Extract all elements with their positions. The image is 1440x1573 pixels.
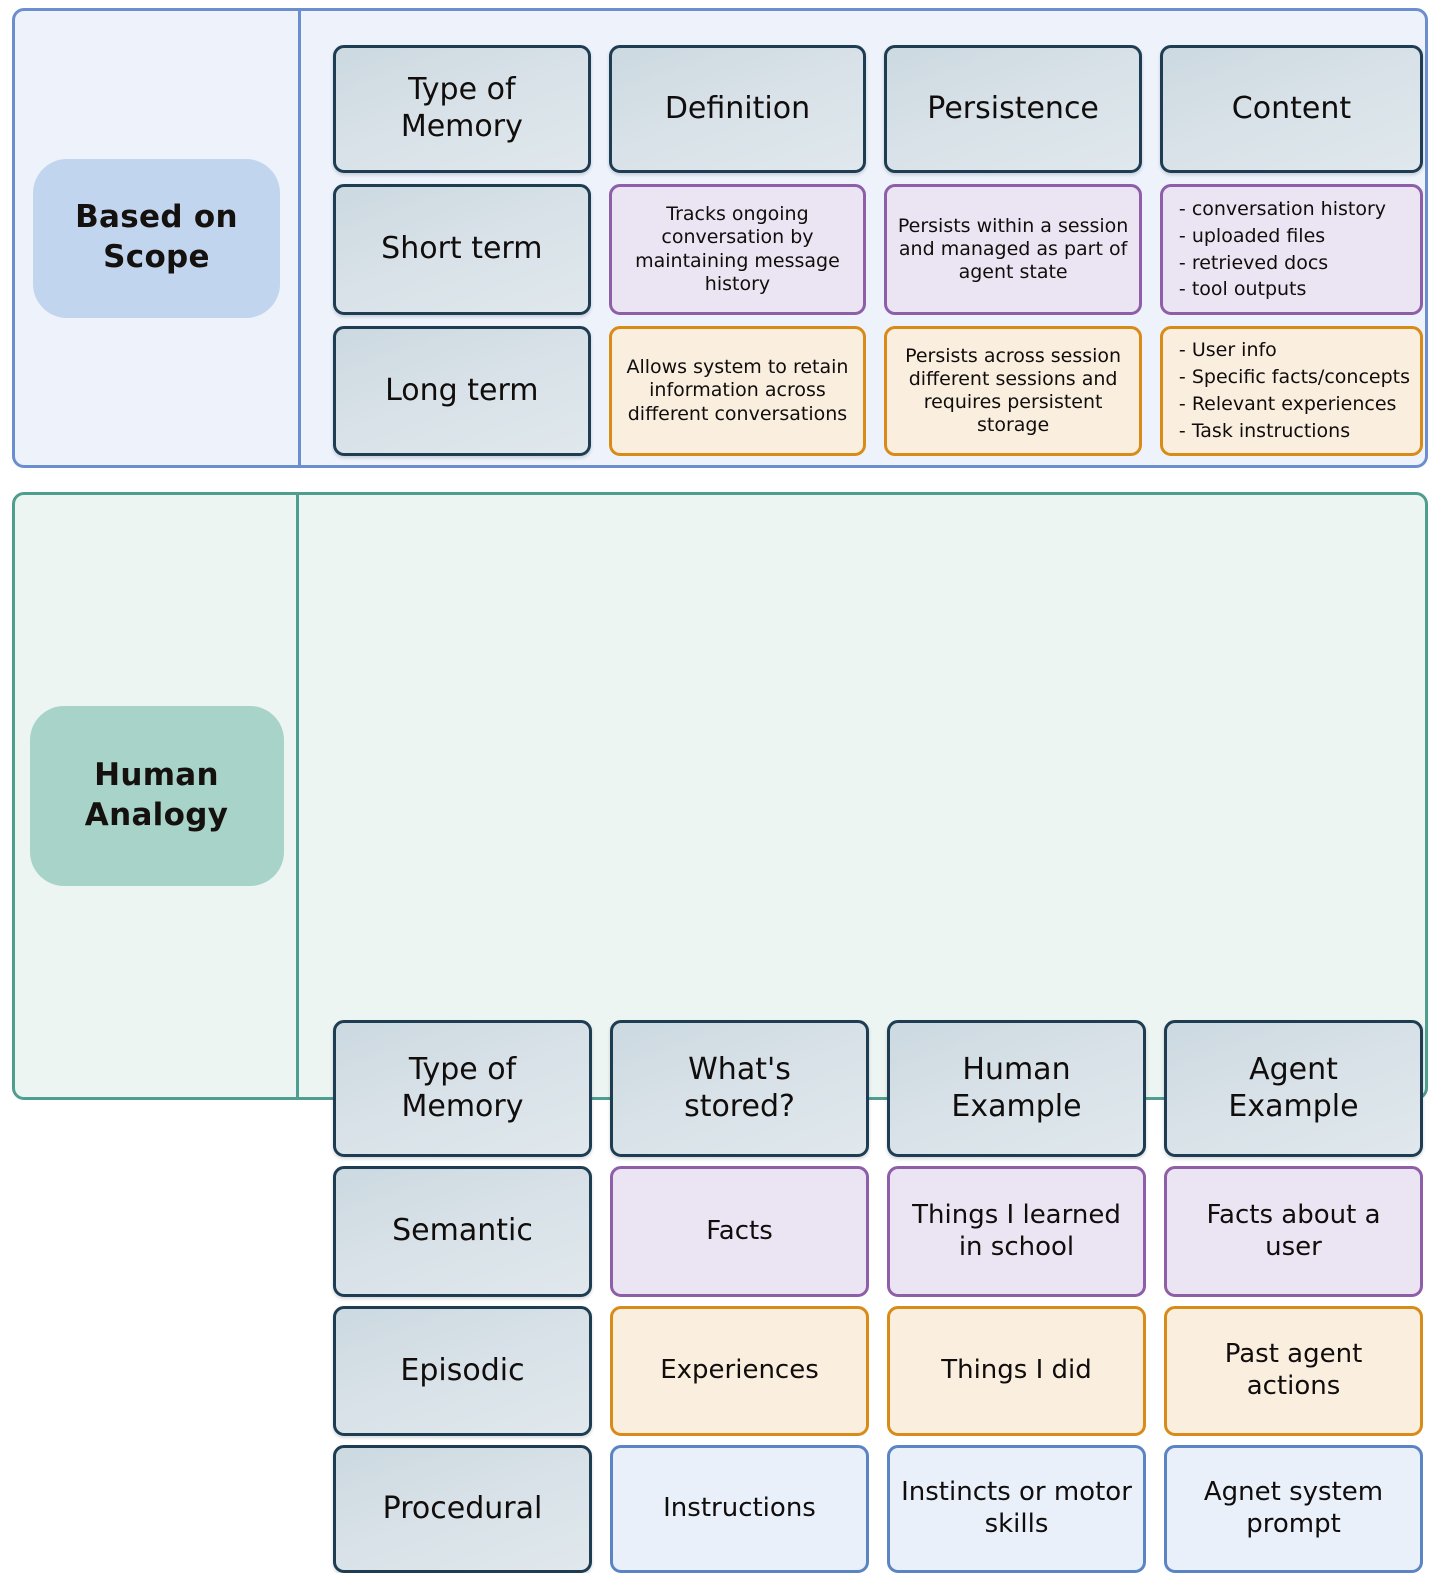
analogy-header-3-line1: Agent [1249, 1051, 1338, 1087]
scope-header-0-line1: Type of [408, 72, 516, 108]
analogy-r0-c0-text: Facts [706, 1215, 773, 1246]
analogy-cell-episodic-human: Things I did [887, 1306, 1146, 1436]
scope-cell-long-term-definition: Allows system to retain information acro… [608, 326, 867, 456]
scope-cell-long-term-content: - User info - Specific facts/concepts - … [1159, 326, 1423, 456]
scope-row-label-short-term: Short term [333, 184, 591, 315]
scope-row-1-label: Long term [385, 372, 539, 408]
scope-table-grid: Type of Memory Definition Persistence Co… [333, 45, 1423, 456]
scope-header-3-line1: Content [1231, 90, 1352, 126]
analogy-header-2-line1: Human [962, 1051, 1071, 1087]
scope-r1-c2-list: - User info - Specific facts/concepts - … [1179, 337, 1410, 445]
list-item: - Specific facts/concepts [1178, 366, 1410, 389]
analogy-r2-c0-text: Instructions [663, 1493, 816, 1524]
scope-r0-c2-list: - conversation history - uploaded files … [1179, 196, 1410, 304]
section-divider-scope [298, 11, 301, 465]
diagram-canvas: Based on Scope Type of Memory Definition… [12, 8, 1428, 1573]
analogy-cell-procedural-stored: Instructions [610, 1445, 869, 1573]
scope-row-label-long-term: Long term [333, 326, 591, 456]
scope-row-0-label: Short term [381, 231, 543, 267]
analogy-label-line2: Analogy [84, 797, 229, 833]
analogy-header-3-line2: Example [1228, 1088, 1359, 1124]
analogy-cell-semantic-agent: Facts about a user [1164, 1166, 1423, 1297]
list-item: - Relevant experiences [1178, 393, 1397, 415]
analogy-row-1-label: Episodic [400, 1352, 525, 1388]
scope-cell-short-term-persistence: Persists within a session and managed as… [884, 184, 1142, 315]
scope-r1-c0-text: Allows system to retain information acro… [626, 356, 849, 425]
section-divider-analogy [296, 495, 299, 1097]
scope-r0-c0-text: Tracks ongoing conversation by maintaini… [635, 203, 840, 295]
scope-label-column: Based on Scope [15, 11, 298, 465]
scope-header-definition: Definition [608, 45, 867, 173]
section-human-analogy: Human Analogy Type of Memory What's stor… [12, 492, 1428, 1573]
analogy-cell-procedural-agent: Agnet system prompt [1164, 1445, 1423, 1573]
scope-cell-short-term-definition: Tracks ongoing conversation by maintaini… [608, 184, 867, 315]
analogy-row-label-procedural: Procedural [333, 1445, 592, 1573]
scope-header-persistence: Persistence [884, 45, 1142, 173]
list-item: - Task instructions [1178, 419, 1351, 442]
analogy-cell-semantic-stored: Facts [610, 1166, 869, 1297]
analogy-header-human-example: Human Example [887, 1020, 1146, 1157]
analogy-header-agent-example: Agent Example [1164, 1020, 1423, 1157]
analogy-row-0-label: Semantic [392, 1213, 533, 1249]
analogy-r0-c2-text: Facts about a user [1206, 1199, 1381, 1262]
analogy-r1-c2-text: Past agent actions [1224, 1339, 1363, 1401]
analogy-r1-c1-text: Things I did [941, 1355, 1092, 1386]
list-item: - retrieved docs [1178, 251, 1329, 274]
section-label-based-on-scope: Based on Scope [33, 158, 280, 318]
list-item: - User info [1178, 339, 1277, 362]
scope-label-line2: Scope [103, 239, 210, 275]
scope-header-1-line1: Definition [664, 90, 811, 126]
analogy-header-1-line1: What's [688, 1051, 791, 1087]
scope-header-type-of-memory: Type of Memory [333, 45, 591, 173]
analogy-cell-episodic-agent: Past agent actions [1164, 1306, 1423, 1436]
scope-label-line1: Based on [75, 199, 238, 236]
analogy-row-label-episodic: Episodic [333, 1306, 592, 1436]
analogy-row-2-label: Procedural [382, 1490, 543, 1526]
section-label-human-analogy: Human Analogy [29, 706, 284, 886]
analogy-label-column: Human Analogy [15, 495, 298, 1097]
analogy-r0-c1-text: Things I learned in school [912, 1199, 1121, 1262]
scope-header-2-line1: Persistence [927, 90, 1099, 126]
analogy-header-type-of-memory: Type of Memory [333, 1020, 592, 1157]
analogy-header-1-line2: stored? [684, 1088, 795, 1124]
analogy-header-2-line2: Example [951, 1088, 1082, 1124]
scope-header-content: Content [1159, 45, 1423, 173]
analogy-cell-episodic-stored: Experiences [610, 1306, 869, 1436]
analogy-header-whats-stored: What's stored? [610, 1020, 869, 1157]
analogy-row-label-semantic: Semantic [333, 1166, 592, 1297]
analogy-header-0-line1: Type of [408, 1051, 517, 1087]
scope-r0-c1-text: Persists within a session and managed as… [897, 214, 1129, 284]
list-item: - tool outputs [1178, 278, 1307, 301]
scope-r1-c1-text: Persists across session different sessio… [905, 344, 1122, 437]
section-based-on-scope: Based on Scope Type of Memory Definition… [12, 8, 1428, 468]
analogy-header-0-line2: Memory [401, 1088, 524, 1124]
analogy-label-line1: Human [94, 757, 219, 794]
list-item: - uploaded files [1178, 224, 1326, 247]
analogy-r2-c1-text: Instincts or motor skills [901, 1477, 1132, 1539]
analogy-cell-procedural-human: Instincts or motor skills [887, 1445, 1146, 1573]
analogy-r2-c2-text: Agnet system prompt [1203, 1477, 1384, 1539]
scope-cell-short-term-content: - conversation history - uploaded files … [1159, 184, 1423, 315]
list-item: - conversation history [1178, 197, 1387, 220]
scope-cell-long-term-persistence: Persists across session different sessio… [884, 326, 1142, 456]
analogy-r1-c0-text: Experiences [660, 1355, 819, 1386]
analogy-cell-semantic-human: Things I learned in school [887, 1166, 1146, 1297]
analogy-table-grid: Type of Memory What's stored? Human Exam… [333, 1020, 1423, 1573]
scope-header-0-line2: Memory [400, 109, 523, 144]
